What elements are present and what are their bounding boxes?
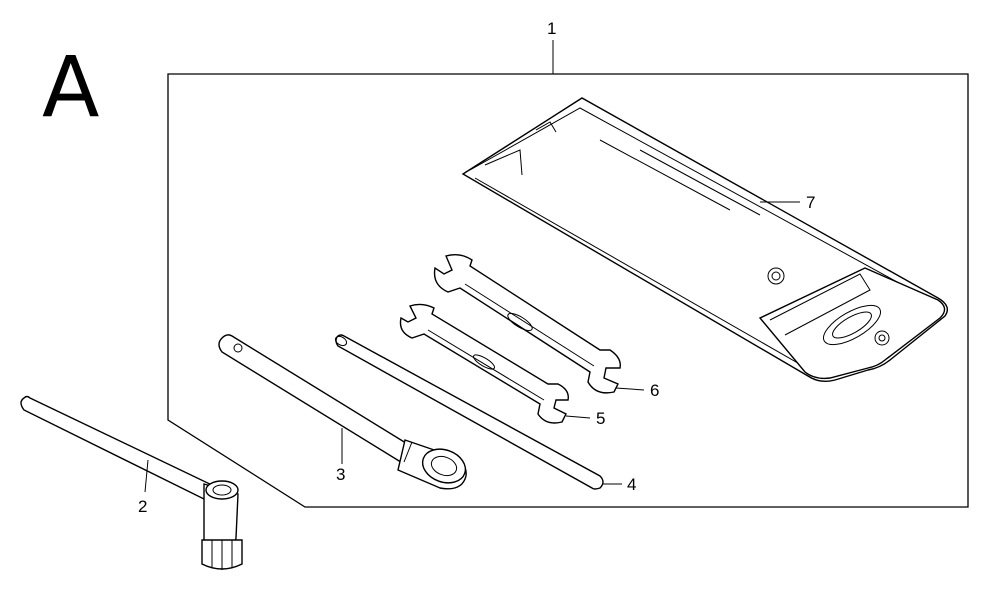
callout-label-5: 5 (596, 409, 605, 428)
callout-label-2: 2 (138, 497, 147, 516)
callout-leader-5 (565, 415, 591, 419)
callout-label-4: 4 (627, 475, 636, 494)
callout-label-3: 3 (336, 465, 345, 484)
assembly-outline (167, 73, 969, 508)
callout-label-1: 1 (547, 19, 556, 38)
callout-leader-2 (144, 459, 149, 493)
open-end-wrench-large (433, 253, 621, 394)
open-end-wrench-small (399, 303, 569, 424)
spark-plug-wrench (218, 334, 467, 490)
section-letter: A (42, 38, 99, 136)
tool-bag (461, 97, 948, 383)
box-wrench (20, 395, 243, 570)
callout-label-7: 7 (806, 193, 815, 212)
callout-leader-6 (615, 387, 645, 391)
callout-label-6: 6 (650, 381, 659, 400)
